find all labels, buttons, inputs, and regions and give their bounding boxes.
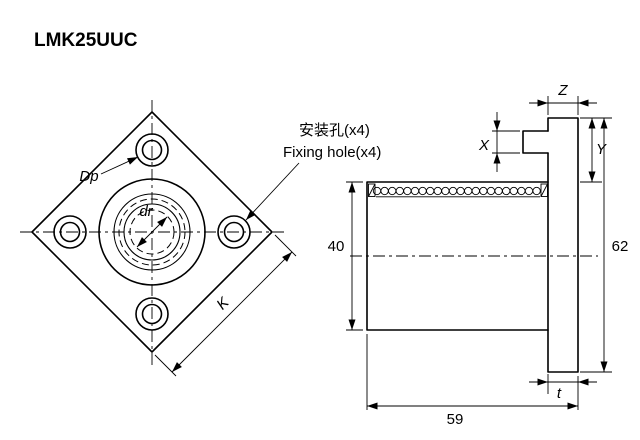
- dr-dimension-label: dr: [139, 203, 153, 220]
- k-dimension-line: [171, 251, 293, 373]
- k-extension-line-1: [154, 354, 177, 377]
- dr-dimension-line: [136, 216, 168, 248]
- seal-left: [368, 183, 376, 197]
- front-view: Dp dr K 安装孔(x4) Fixing hole(x4): [20, 100, 381, 377]
- side-view: 40 62 Y Z X t 59: [328, 82, 629, 428]
- bore-circle: [123, 203, 181, 261]
- fixing-hole-leader-line: [245, 162, 300, 221]
- mounting-hole-right: [217, 215, 251, 249]
- fixing-hole-note-en: Fixing hole(x4): [283, 144, 381, 161]
- flange-outline: [31, 111, 273, 353]
- ball-track-circle-outer: [118, 198, 186, 266]
- z-dimension-label: Z: [557, 82, 568, 99]
- fixing-hole-note-cn: 安装孔(x4): [299, 122, 370, 139]
- seal-circle: [113, 193, 191, 271]
- mounting-hole-top: [135, 133, 169, 167]
- length-dimension-value: 59: [447, 411, 464, 428]
- seal-right: [540, 183, 548, 197]
- k-extension-line-2: [274, 234, 297, 257]
- od-dimension-value: 40: [328, 238, 345, 255]
- grease-hole-tab: [522, 130, 549, 154]
- x-dimension-label: X: [478, 137, 490, 154]
- t-dimension-label: t: [557, 385, 562, 402]
- dp-dimension-label: Dp: [79, 168, 98, 185]
- mounting-hole-left: [53, 215, 87, 249]
- flange-plate-outline: [547, 117, 579, 373]
- body-outer-circle: [98, 178, 206, 286]
- ball-track-circle-inner: [129, 209, 175, 255]
- part-number: LMK25UUC: [34, 30, 138, 51]
- y-dimension-label: Y: [596, 141, 607, 158]
- mounting-hole-bottom: [135, 297, 169, 331]
- flange-dimension-value: 62: [612, 238, 629, 255]
- body-outline: [366, 181, 549, 331]
- dp-leader-line: [100, 156, 139, 175]
